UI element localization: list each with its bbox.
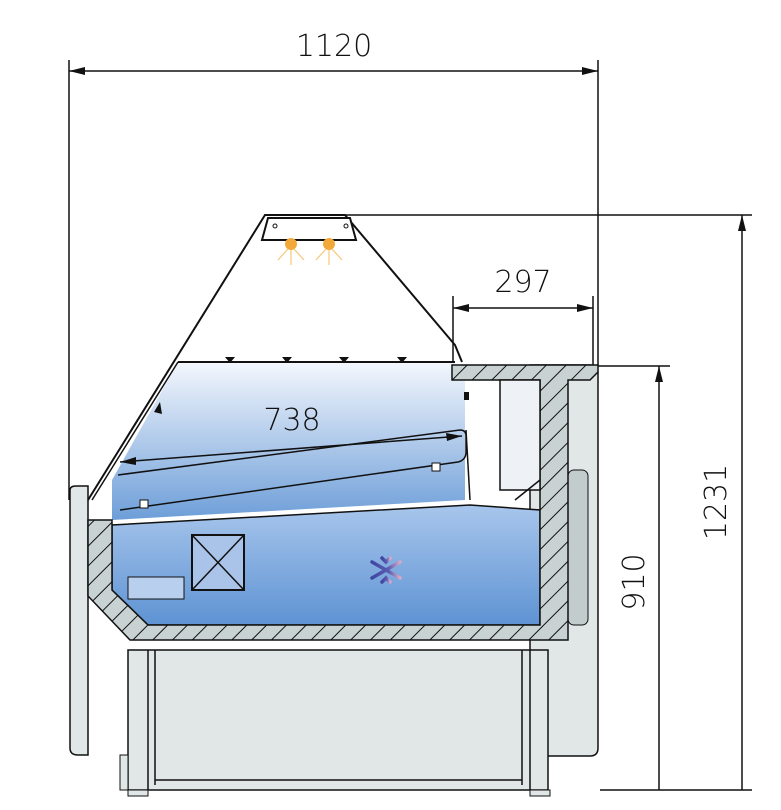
- worktop-depth-label: 297: [494, 265, 551, 300]
- dimension-overall-height: 1231: [345, 214, 752, 791]
- height-label: 1231: [699, 464, 734, 540]
- display-depth-label: 738: [263, 403, 320, 438]
- front-panel: [69, 485, 89, 756]
- lamp-icon: [315, 238, 343, 265]
- dimension-overall-width: 1120: [68, 29, 599, 500]
- cold-well: [111, 504, 541, 626]
- counter-height-label: 910: [617, 553, 652, 610]
- display-depth-line: [119, 435, 463, 463]
- width-label: 1120: [296, 29, 372, 64]
- lamp-housing: [260, 217, 358, 241]
- display-chamber: 738: [87, 214, 471, 520]
- dimension-counter-height: 910: [598, 365, 670, 790]
- snowflake-icon: [370, 552, 402, 588]
- dimension-worktop-depth: 297: [452, 265, 594, 368]
- base-cabinet: [119, 649, 551, 797]
- evaporator-box: [127, 534, 245, 600]
- insulated-body: [87, 364, 599, 641]
- service-area: [464, 379, 541, 501]
- lamp-icon: [277, 238, 305, 265]
